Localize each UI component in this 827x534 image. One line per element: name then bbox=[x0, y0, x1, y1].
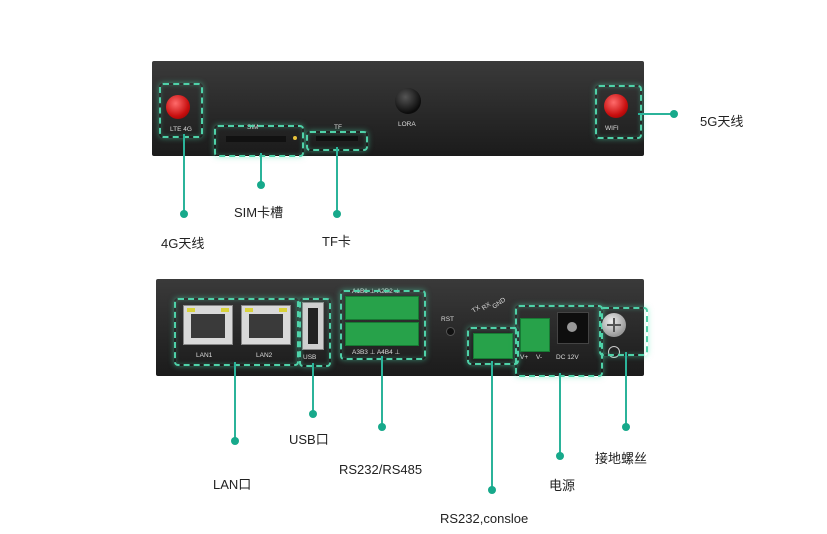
lan2-socket bbox=[249, 314, 283, 338]
leader-tf-dot bbox=[333, 210, 341, 218]
sim-slot-highlight bbox=[214, 125, 304, 157]
antenna-5g-highlight bbox=[595, 85, 642, 139]
leader-ground bbox=[625, 352, 627, 426]
label-power: 电源 bbox=[549, 478, 576, 493]
usb-socket bbox=[308, 308, 318, 344]
leader-4g-dot bbox=[180, 210, 188, 218]
sim-led bbox=[293, 136, 297, 140]
leader-tf bbox=[336, 147, 338, 213]
label-sim-slot: SIM卡槽 bbox=[234, 205, 284, 220]
tf-slot bbox=[316, 136, 358, 141]
wifi-silkscreen: WIFI bbox=[605, 125, 619, 132]
lan2-led-left bbox=[245, 308, 253, 312]
screw-slot-v bbox=[613, 318, 615, 332]
vminus-silkscreen: V- bbox=[536, 354, 543, 361]
lan1-socket bbox=[191, 314, 225, 338]
rs-highlight bbox=[340, 290, 426, 360]
leader-lan bbox=[234, 362, 236, 440]
label-4g-antenna: 4G天线 bbox=[161, 236, 205, 251]
leader-ground-dot bbox=[622, 423, 630, 431]
label-rs232-rs485: RS232/RS485 bbox=[339, 462, 423, 477]
lan1-port bbox=[183, 305, 233, 345]
sim-silkscreen: SIM bbox=[247, 124, 259, 131]
lan-highlight bbox=[174, 298, 299, 366]
rs-terminal-bottom bbox=[345, 322, 419, 346]
usb-port bbox=[302, 302, 324, 350]
usb-silkscreen: USB bbox=[303, 354, 317, 361]
leader-rs-dot bbox=[378, 423, 386, 431]
lora-antenna-port bbox=[395, 88, 421, 114]
lan1-led-right bbox=[221, 308, 229, 312]
leader-console bbox=[491, 361, 493, 488]
console-highlight bbox=[467, 327, 519, 365]
sim-slot bbox=[226, 136, 286, 142]
antenna-4g-connector bbox=[166, 95, 190, 119]
leader-4g bbox=[183, 134, 185, 212]
leader-lan-dot bbox=[231, 437, 239, 445]
ground-screw bbox=[602, 313, 626, 337]
leader-usb bbox=[312, 363, 314, 413]
label-console: RS232,consloe bbox=[440, 511, 529, 526]
ground-symbol-icon bbox=[608, 346, 620, 358]
label-usb-port: USB口 bbox=[289, 432, 329, 447]
lan1-silkscreen: LAN1 bbox=[196, 352, 213, 359]
label-tf-card: TF卡 bbox=[322, 234, 351, 249]
lan1-led-left bbox=[187, 308, 195, 312]
dc-jack bbox=[557, 312, 589, 344]
leader-usb-dot bbox=[309, 410, 317, 418]
reset-button[interactable] bbox=[446, 327, 455, 336]
leader-5g-dot bbox=[670, 110, 678, 118]
label-lan-port: LAN口 bbox=[213, 477, 252, 492]
console-terminal bbox=[473, 333, 513, 359]
label-ground-screw: 接地螺丝 bbox=[595, 451, 648, 466]
antenna-5g-connector bbox=[604, 94, 628, 118]
leader-console-dot bbox=[488, 486, 496, 494]
leader-power bbox=[559, 373, 561, 455]
rst-silkscreen: RST bbox=[441, 316, 454, 323]
lte-silkscreen: LTE 4G bbox=[170, 126, 192, 133]
lan2-port bbox=[241, 305, 291, 345]
power-highlight bbox=[515, 305, 603, 377]
vplus-silkscreen: V+ bbox=[520, 354, 529, 361]
rs-terminal-top bbox=[345, 296, 419, 320]
lora-silkscreen: LORA bbox=[398, 121, 416, 128]
lan2-silkscreen: LAN2 bbox=[256, 352, 273, 359]
leader-5g bbox=[638, 113, 674, 115]
leader-power-dot bbox=[556, 452, 564, 460]
label-5g-antenna: 5G天线 bbox=[700, 114, 744, 129]
lan2-led-right bbox=[279, 308, 287, 312]
ground-highlight bbox=[599, 307, 648, 356]
tf-silkscreen: TF bbox=[334, 124, 342, 131]
power-terminal bbox=[520, 318, 550, 352]
leader-sim bbox=[260, 153, 262, 183]
antenna-4g-highlight bbox=[159, 83, 203, 138]
leader-rs bbox=[381, 356, 383, 426]
a3b3-silkscreen: A3B3 ⊥ A4B4 ⊥ bbox=[352, 349, 401, 356]
usb-highlight bbox=[299, 298, 331, 367]
dc-jack-pin bbox=[567, 322, 577, 332]
leader-sim-dot bbox=[257, 181, 265, 189]
dc-silkscreen: DC 12V bbox=[556, 354, 579, 361]
